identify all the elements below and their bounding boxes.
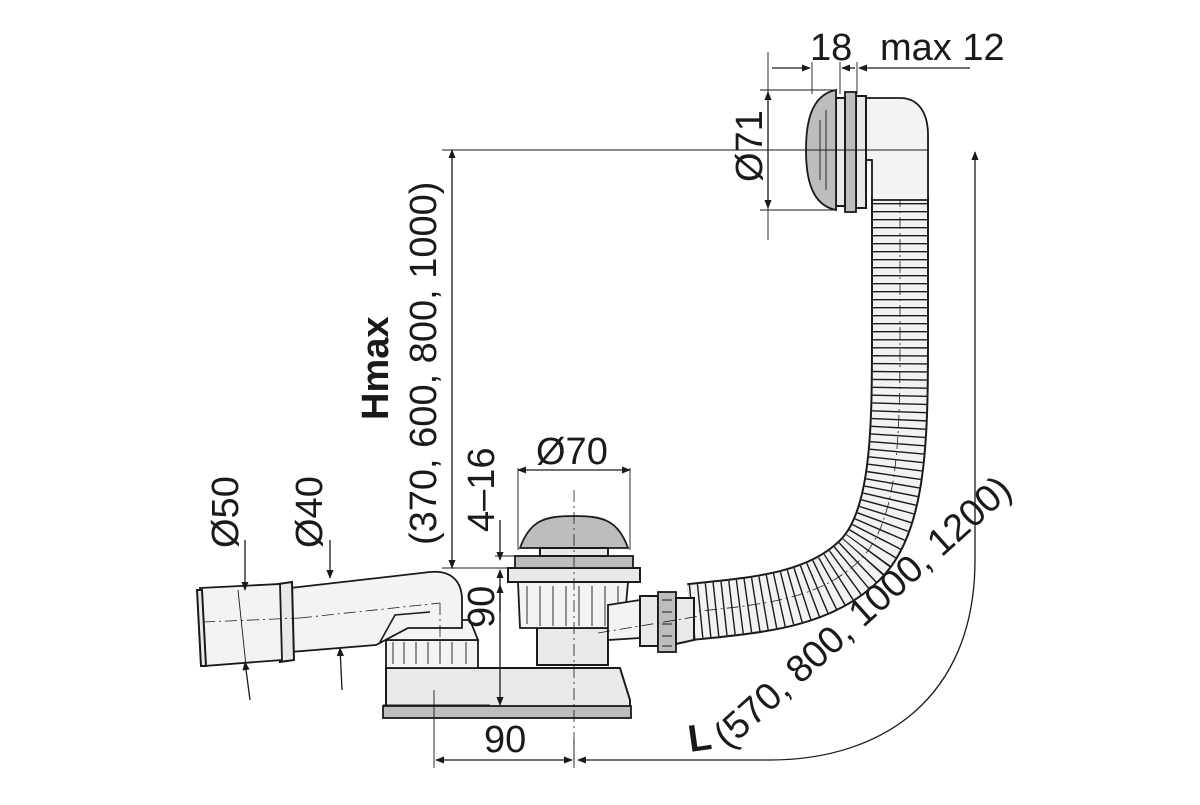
range-4-16-label: 4–16 — [461, 447, 503, 532]
max-12-label: max 12 — [880, 27, 1005, 69]
hmax-label: Hmax — [355, 317, 397, 421]
diameter-70-label: Ø70 — [536, 431, 608, 473]
width-90-label: 90 — [484, 719, 526, 761]
l-label: L — [685, 716, 714, 761]
width-18-label: 18 — [810, 27, 852, 69]
hmax-values-label: (370, 600, 800, 1000) — [403, 182, 445, 545]
overflow-assembly — [805, 88, 929, 213]
trap-body — [195, 490, 701, 760]
height-90-label: 90 — [461, 586, 503, 628]
dimension-lines — [237, 52, 979, 768]
diameter-40-label: Ø40 — [289, 476, 331, 548]
diameter-71-label: Ø71 — [729, 110, 771, 182]
corrugated-hose — [687, 195, 929, 641]
diameter-50-label: Ø50 — [205, 476, 247, 548]
